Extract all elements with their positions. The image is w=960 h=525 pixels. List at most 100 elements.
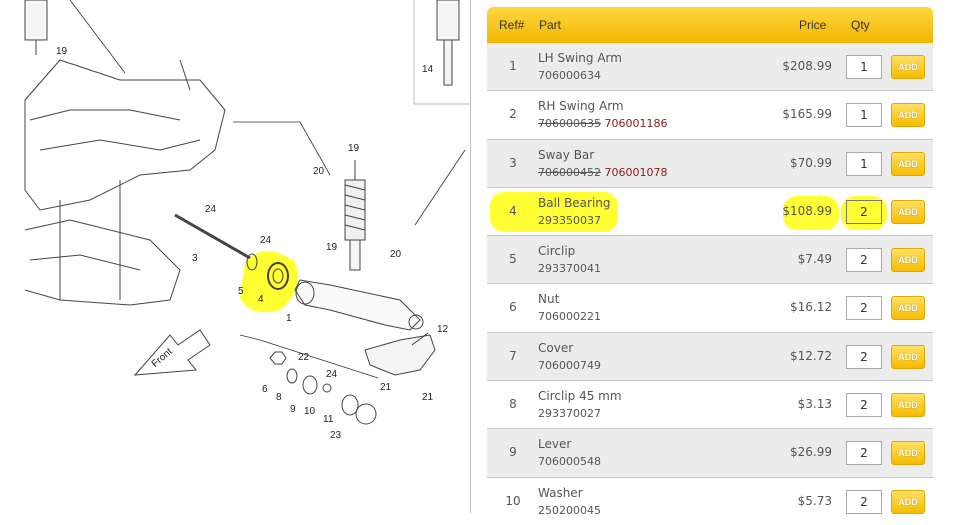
- callout-label: 24: [260, 235, 272, 246]
- row-ref: 1: [509, 59, 517, 73]
- add-to-cart-button[interactable]: ADD: [891, 103, 925, 128]
- add-to-cart-button[interactable]: ADD: [891, 441, 925, 466]
- callout-label: 19: [326, 242, 338, 253]
- price-highlight: [783, 195, 839, 230]
- add-to-cart-button[interactable]: ADD: [891, 296, 925, 321]
- quantity-input[interactable]: [846, 55, 882, 79]
- part-number: 293350037: [538, 213, 601, 227]
- callout-label: 23: [330, 430, 342, 441]
- table-row: 10 Washer 250200045 $5.73 ADD: [487, 477, 933, 525]
- callout-label: 19: [56, 46, 68, 57]
- quantity-input[interactable]: [846, 489, 882, 514]
- callout-label: 8: [276, 392, 282, 403]
- quantity-input[interactable]: [846, 199, 882, 224]
- header-qty: Qty: [851, 18, 870, 32]
- add-to-cart-button[interactable]: ADD: [891, 55, 925, 79]
- add-to-cart-button[interactable]: ADD: [891, 248, 925, 273]
- table-row: 9 Lever 706000548 $26.99 ADD: [487, 429, 933, 478]
- part-number: 293370041: [538, 262, 601, 276]
- callout-label: 19: [348, 143, 360, 154]
- superseded-part-number: 706000452: [538, 165, 601, 179]
- callout-label: 22: [298, 352, 310, 363]
- add-to-cart-button[interactable]: ADD: [891, 344, 925, 369]
- callout-label: 9: [290, 404, 296, 415]
- part-price: $208.99: [782, 59, 832, 73]
- quantity-input[interactable]: [846, 344, 882, 369]
- table-header: Ref# Part Price Qty: [487, 7, 933, 43]
- quantity-input[interactable]: [846, 441, 882, 466]
- row-ref: 5: [509, 252, 517, 267]
- table-row: 7 Cover 706000749 $12.72 ADD: [487, 332, 933, 382]
- add-to-cart-button[interactable]: ADD: [891, 393, 925, 418]
- quantity-input[interactable]: [846, 103, 882, 128]
- parts-table: Ref# Part Price Qty 1 LH Swing Arm 70600…: [487, 7, 933, 525]
- part-name: Nut: [538, 292, 560, 307]
- callout-label: 20: [390, 249, 402, 260]
- header-price: Price: [799, 18, 827, 32]
- part-name: Ball Bearing: [538, 195, 611, 210]
- part-name: Sway Bar: [538, 147, 595, 162]
- parts-diagram: 19 14 20 19 24 3 24 5 4 1 19 20 12 22 24…: [0, 0, 470, 513]
- part-name: Cover: [538, 340, 574, 355]
- part-price: $5.73: [797, 493, 832, 508]
- part-number: 706000634: [538, 69, 601, 82]
- callout-label: 12: [437, 324, 449, 335]
- table-row: 6 Nut 706000221 $16.12 ADD: [487, 284, 933, 333]
- callout-label: 6: [262, 384, 268, 395]
- part-number: 706000635 706001186: [538, 117, 668, 130]
- part-price: $7.49: [797, 252, 832, 267]
- callout-label: 20: [313, 166, 325, 177]
- row-ref: 4: [509, 203, 517, 218]
- current-part-number: 706001186: [604, 117, 668, 131]
- add-to-cart-button[interactable]: ADD: [891, 151, 925, 176]
- diagram-callouts: 19 14 20 19 24 3 24 5 4 1 19 20 12 22 24…: [56, 46, 449, 441]
- part-price: $108.99: [782, 203, 832, 218]
- part-number: 293370027: [538, 407, 601, 421]
- part-price: $12.72: [790, 348, 832, 363]
- row-ref: 6: [509, 300, 517, 315]
- superseded-part-number: 706000635: [538, 117, 601, 131]
- divider: [470, 0, 471, 513]
- table-row: 1 LH Swing Arm 706000634 $208.99 ADD: [487, 43, 933, 92]
- callout-label: 21: [422, 392, 434, 403]
- quantity-input[interactable]: [846, 248, 882, 273]
- part-price: $165.99: [782, 107, 832, 122]
- callout-label: 21: [380, 382, 392, 393]
- part-name: RH Swing Arm: [538, 99, 624, 114]
- callout-label: 11: [323, 414, 334, 425]
- quantity-input[interactable]: [846, 296, 882, 321]
- row-ref: 2: [509, 107, 517, 122]
- callout-label: 10: [304, 406, 316, 417]
- callout-label: 5: [238, 286, 244, 297]
- exploded-view-drawing: 19 14 20 19 24 3 24 5 4 1 19 20 12 22 24…: [24, 0, 470, 441]
- table-row: 5 Circlip 293370041 $7.49 ADD: [487, 236, 933, 285]
- row-ref: 10: [505, 493, 521, 508]
- part-name: Lever: [538, 437, 572, 452]
- callout-label: 3: [192, 253, 198, 264]
- current-part-number: 706001078: [604, 165, 668, 179]
- part-price: $16.12: [790, 300, 832, 315]
- callout-label: 1: [286, 313, 292, 324]
- part-number: 706000749: [538, 358, 601, 372]
- part-name: LH Swing Arm: [538, 51, 622, 65]
- quantity-input[interactable]: [846, 393, 882, 418]
- part-price: $70.99: [790, 155, 832, 170]
- table-row: 3 Sway Bar 706000452 706001078 $70.99 AD…: [487, 139, 933, 188]
- header-part: Part: [539, 18, 562, 32]
- part-number: 250200045: [538, 503, 601, 517]
- row-ref: 7: [509, 348, 517, 363]
- callout-label: 14: [422, 64, 434, 75]
- part-name: Washer: [538, 485, 583, 500]
- table-row: 2 RH Swing Arm 706000635 706001186 $165.…: [487, 91, 933, 140]
- quantity-input[interactable]: [846, 151, 882, 176]
- table-row: 8 Circlip 45 mm 293370027 $3.13 ADD: [487, 381, 933, 430]
- part-number: 706000548: [538, 455, 601, 469]
- callout-label: 4: [258, 294, 264, 305]
- callout-label: 24: [326, 369, 338, 380]
- part-name: Circlip 45 mm: [538, 389, 622, 404]
- table-row-highlighted: 4 Ball Bearing 293350037 $108.99 ADD: [487, 187, 933, 237]
- add-to-cart-button[interactable]: ADD: [891, 199, 925, 224]
- part-price: $3.13: [797, 397, 832, 412]
- add-to-cart-button[interactable]: ADD: [891, 489, 925, 514]
- row-ref: 9: [509, 445, 517, 460]
